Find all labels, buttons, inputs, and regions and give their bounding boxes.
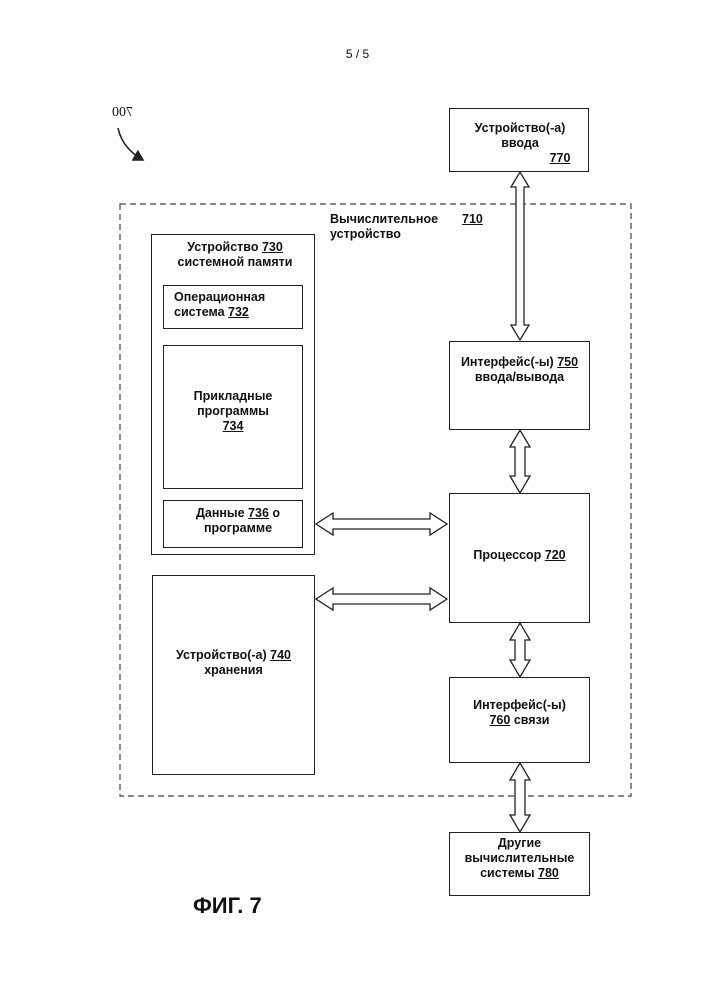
arrow-io-to-processor (510, 430, 530, 493)
figure-label: ФИГ. 7 (193, 893, 262, 919)
program-data-number: 736 (248, 506, 269, 520)
arrow-comm-to-other (510, 763, 530, 832)
input-devices-label: Устройство(-а) ввода770 (455, 121, 585, 166)
apps-label: Прикладные программы734 (163, 389, 303, 434)
reference-700-arrow (118, 128, 143, 160)
storage-number: 740 (270, 648, 291, 662)
other-systems-label: Другиевычислительныесистемы 780 (449, 836, 590, 881)
arrow-input-to-io (511, 172, 529, 340)
os-label: Операционнаясистема 732 (166, 290, 298, 320)
processor-number: 720 (545, 548, 566, 562)
computing-device-label: Вычислительное устройство (330, 212, 460, 242)
apps-number: 734 (223, 419, 244, 433)
arrow-memory-to-processor (316, 513, 447, 535)
io-interfaces-number: 750 (557, 355, 578, 369)
other-systems-number: 780 (538, 866, 559, 880)
computing-device-number: 710 (462, 212, 483, 227)
os-number: 732 (228, 305, 249, 319)
io-interfaces-label: Интерфейс(-ы) 750ввода/вывода (449, 355, 590, 385)
comm-interfaces-number: 760 (489, 713, 510, 727)
comm-interfaces-label: Интерфейс(-ы)760 связи (449, 698, 590, 728)
arrow-storage-to-processor (316, 588, 447, 610)
processor-label: Процессор 720 (449, 548, 590, 563)
system-memory-label: Устройство 730системной памяти (155, 240, 315, 270)
system-memory-number: 730 (262, 240, 283, 254)
program-data-label: Данные 736 опрограмме (163, 506, 313, 536)
input-devices-number: 770 (550, 151, 571, 166)
arrow-processor-to-comm (510, 623, 530, 677)
storage-label: Устройство(-а) 740хранения (152, 648, 315, 678)
